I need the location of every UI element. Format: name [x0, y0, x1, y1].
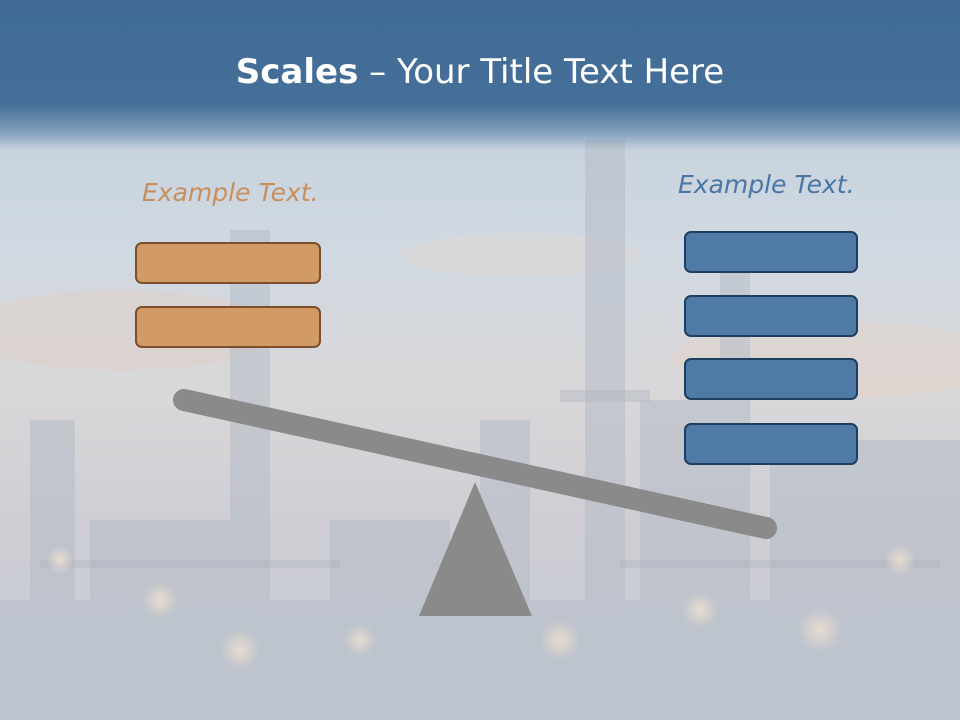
right-box-2	[684, 295, 858, 337]
scale-fulcrum	[419, 482, 532, 616]
right-box-4	[684, 423, 858, 465]
right-caption: Example Text.	[678, 170, 855, 199]
title-band: Scales – Your Title Text Here	[0, 0, 960, 150]
left-caption: Example Text.	[142, 178, 319, 207]
right-box-1	[684, 231, 858, 273]
right-box-3	[684, 358, 858, 400]
slide-title: Scales – Your Title Text Here	[0, 52, 960, 92]
title-rest: – Your Title Text Here	[358, 52, 725, 92]
title-bold-word: Scales	[235, 52, 359, 92]
left-box-2	[135, 306, 321, 348]
left-box-1	[135, 242, 321, 284]
scale-beam	[173, 389, 777, 539]
